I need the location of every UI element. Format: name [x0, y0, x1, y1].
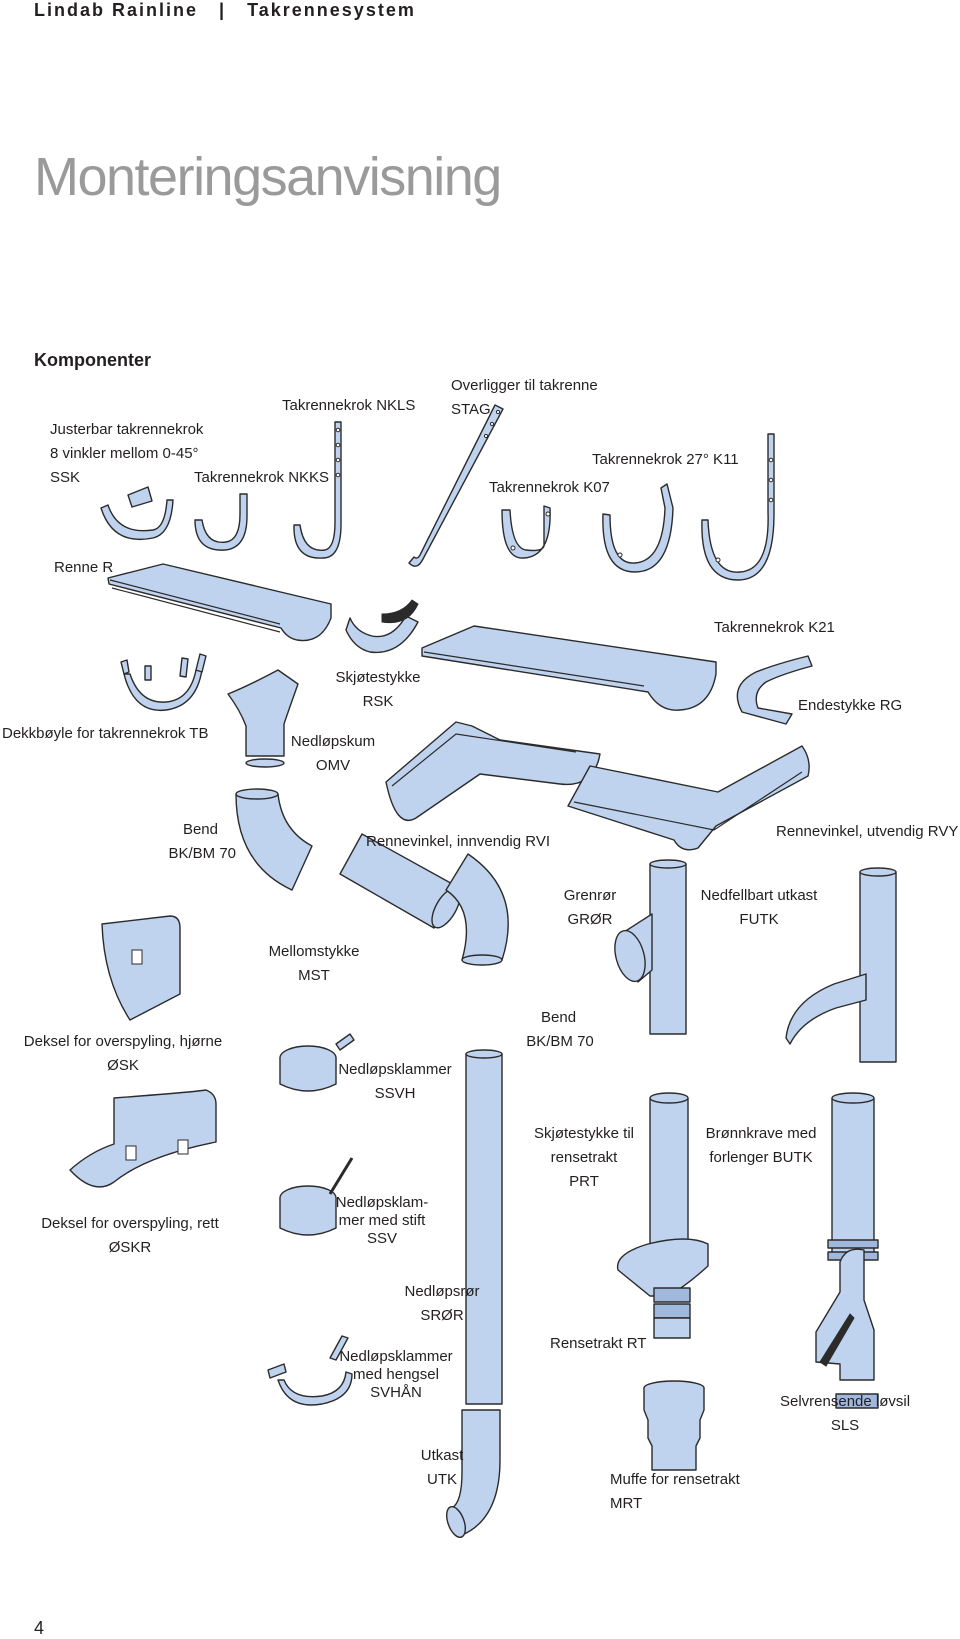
header-section: Takrennesystem: [247, 0, 416, 20]
inner-angle-rvi: [385, 721, 601, 821]
hook-k21: [701, 433, 775, 581]
bend-bk-bm-70-upper: [235, 788, 313, 891]
gutter-renne-r: [107, 563, 332, 642]
page-title: Monteringsanvisning: [34, 147, 502, 207]
label-k07: Takrennekrok K07: [489, 479, 610, 496]
label-rvy: Rennevinkel, utvendig RVY: [776, 823, 959, 840]
label-rt: Rensetrakt RT: [550, 1335, 647, 1352]
leaf-filter-sls: [815, 1248, 879, 1409]
label-rg: Endestykke RG: [798, 697, 903, 714]
label-nkks: Takrennekrok NKKS: [194, 469, 330, 486]
joint-rsk: [345, 599, 419, 654]
clamp-ssvh: [279, 1033, 355, 1092]
overlay-stag: [408, 404, 504, 567]
hook-k11: [602, 483, 674, 573]
branch-pipe-grr: [614, 859, 687, 1035]
funnel-omv: [227, 669, 299, 768]
bend-bk-bm-70-lower: [445, 853, 509, 966]
end-piece-rg: [736, 655, 813, 725]
sleeve-mrt: [643, 1380, 705, 1471]
hook-nkls: [293, 421, 342, 559]
gutter-upper-right: [421, 625, 717, 711]
cover-oskr: [69, 1089, 217, 1188]
mid-piece-mst: [339, 833, 461, 929]
label-nkls: Takrennekrok NKLS: [282, 397, 416, 414]
label-tb: Dekkbøyle for takrennekrok TB: [2, 725, 209, 742]
running-header: Lindab Rainline | Takrennesystem: [34, 0, 416, 21]
label-renne: Renne R: [54, 559, 114, 576]
outer-angle-rvy: [567, 745, 810, 851]
outlet-utk: [446, 1409, 501, 1538]
bracket-tb: [120, 653, 207, 712]
hook-ssk: [100, 486, 174, 540]
downpipe-srr: [465, 1049, 503, 1405]
hook-k07: [501, 505, 551, 559]
header-brand: Lindab Rainline: [34, 0, 199, 20]
section-title: Komponenter: [34, 350, 151, 370]
label-k11: Takrennekrok 27° K11: [592, 451, 739, 468]
label-k21: Takrennekrok K21: [714, 619, 835, 636]
cover-osk: [101, 915, 181, 1021]
page-number: 4: [34, 1618, 45, 1638]
label-rvi: Rennevinkel, innvendig RVI: [366, 833, 551, 850]
cleaning-funnel-rt: [616, 1238, 709, 1339]
well-collar-butk: [827, 1092, 879, 1261]
hinged-outlet-futk: [785, 867, 897, 1063]
clamp-ssv: [279, 1157, 354, 1236]
clamp-svhan: [267, 1335, 353, 1406]
header-separator: |: [219, 0, 227, 20]
hook-nkks: [194, 493, 248, 551]
joint-prt: [649, 1092, 689, 1249]
